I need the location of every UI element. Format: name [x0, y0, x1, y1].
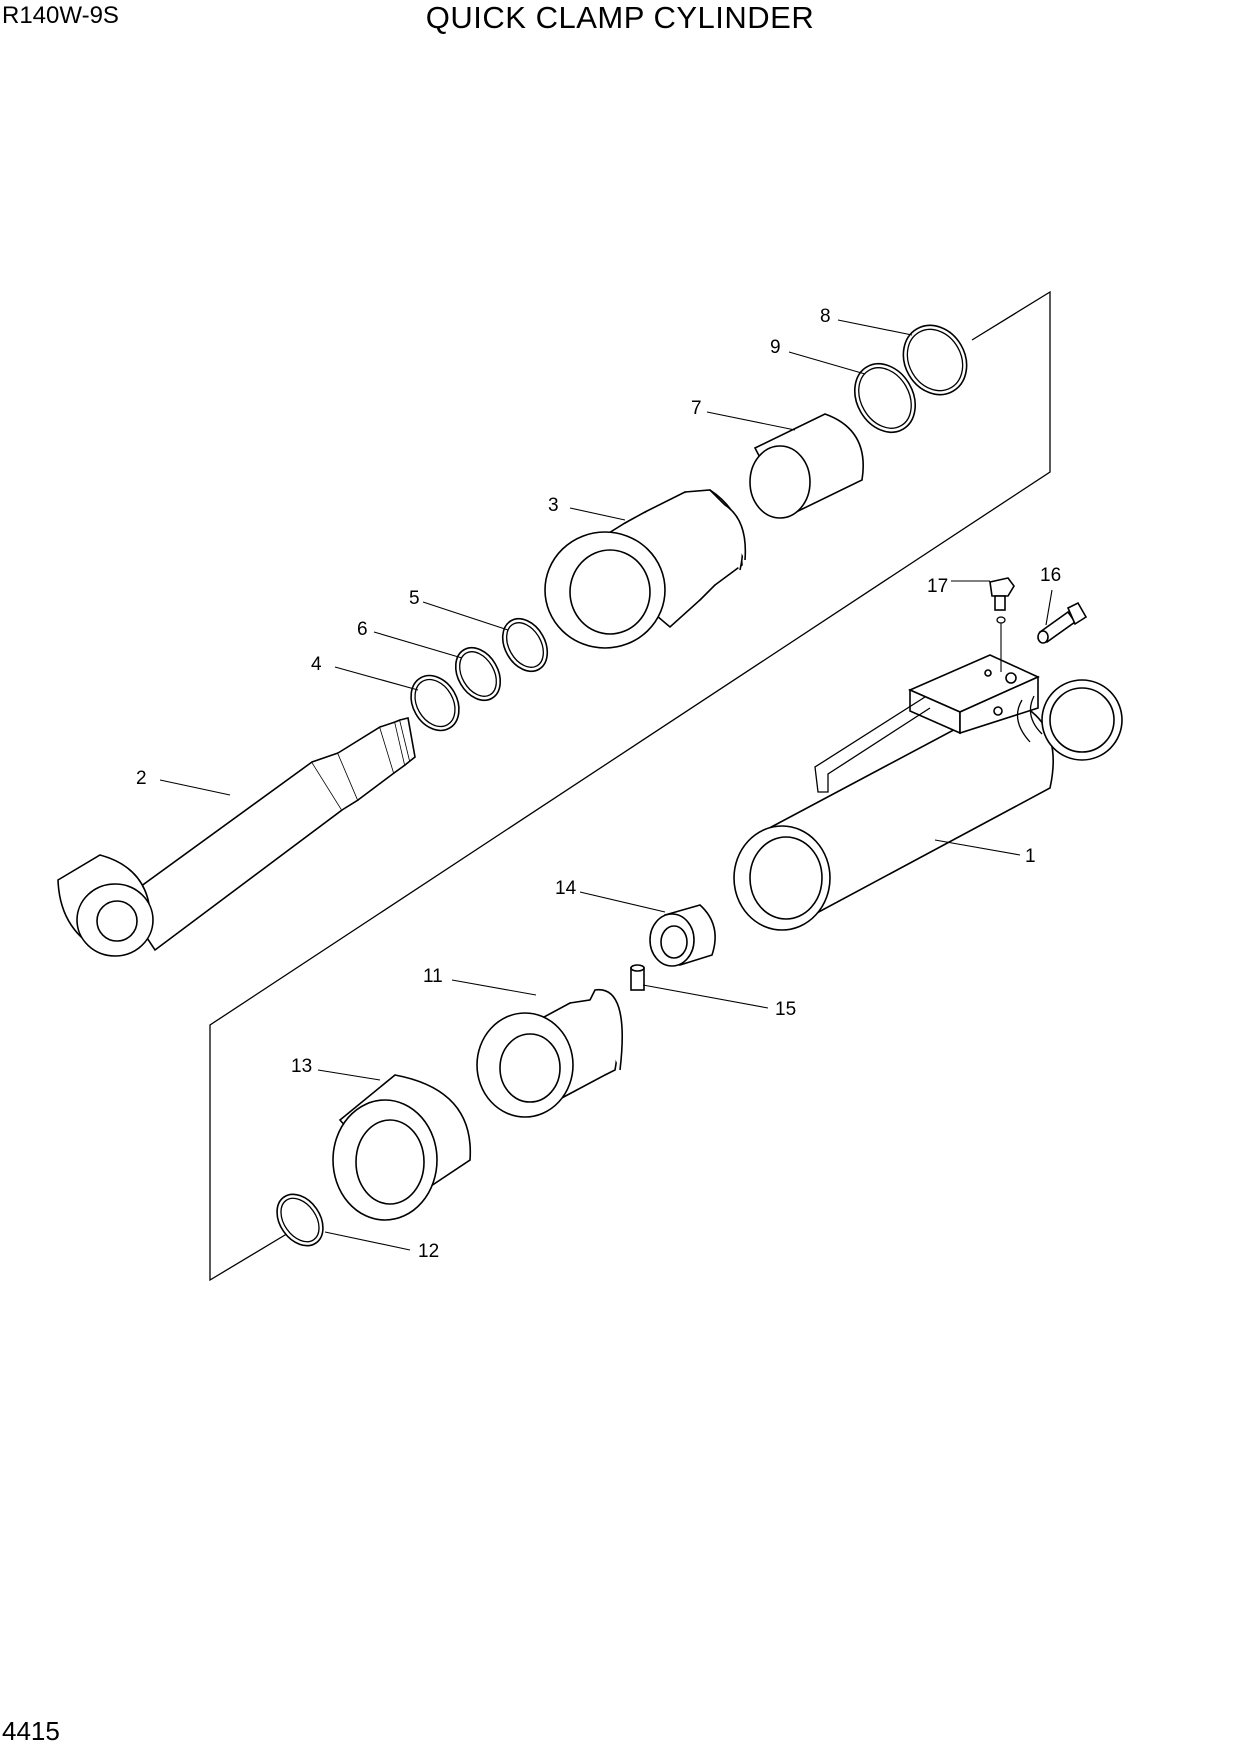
part-5-ring[interactable]: [494, 611, 557, 679]
part-14-collar[interactable]: [649, 904, 716, 967]
part-17-bolt[interactable]: [989, 577, 1015, 624]
callout-12: 12: [418, 1241, 439, 1262]
part-12-ring[interactable]: [268, 1186, 333, 1255]
page-number: 4415: [2, 1716, 60, 1746]
part-8-ring-inner: [906, 328, 964, 392]
part-1-cylinder-tube[interactable]: [733, 654, 1123, 931]
part-16-fitting[interactable]: [1037, 601, 1088, 644]
callout-6: 6: [357, 619, 368, 640]
assembly-boundary: [209, 290, 1051, 1282]
callout-13: 13: [291, 1056, 312, 1077]
callout-11: 11: [423, 966, 443, 987]
part-12-ring-inner: [280, 1197, 320, 1243]
part-6-ring-inner: [459, 651, 497, 697]
callout-3: 3: [548, 495, 559, 516]
callout-2: 2: [136, 768, 147, 789]
callout-15: 15: [775, 999, 796, 1020]
callout-8: 8: [820, 306, 831, 327]
callout-17: 17: [927, 576, 948, 597]
callout-14: 14: [555, 878, 577, 899]
model-number: R140W-9S: [2, 2, 119, 29]
part-15-pin[interactable]: [630, 964, 645, 991]
part-11-piston[interactable]: [476, 989, 623, 1118]
callout-9: 9: [770, 337, 781, 358]
part-9-ring[interactable]: [843, 353, 927, 443]
callout-4: 4: [311, 654, 322, 675]
part-3-rod-cover[interactable]: [544, 489, 747, 649]
part-4-ring-inner: [414, 678, 456, 728]
part-13-bushing[interactable]: [332, 1074, 472, 1221]
part-5-ring-inner: [506, 622, 544, 668]
callout-7: 7: [691, 398, 702, 419]
part-9-ring-inner: [858, 367, 912, 429]
callout-1: 1: [1025, 846, 1036, 867]
part-2-piston-rod[interactable]: [57, 717, 416, 957]
page-title: QUICK CLAMP CYLINDER: [425, 0, 815, 35]
callout-16: 16: [1040, 565, 1061, 586]
part-7-bushing[interactable]: [749, 413, 864, 519]
leader-lines: [159, 319, 1053, 1251]
callout-5: 5: [409, 588, 420, 609]
part-8-ring[interactable]: [891, 314, 979, 406]
